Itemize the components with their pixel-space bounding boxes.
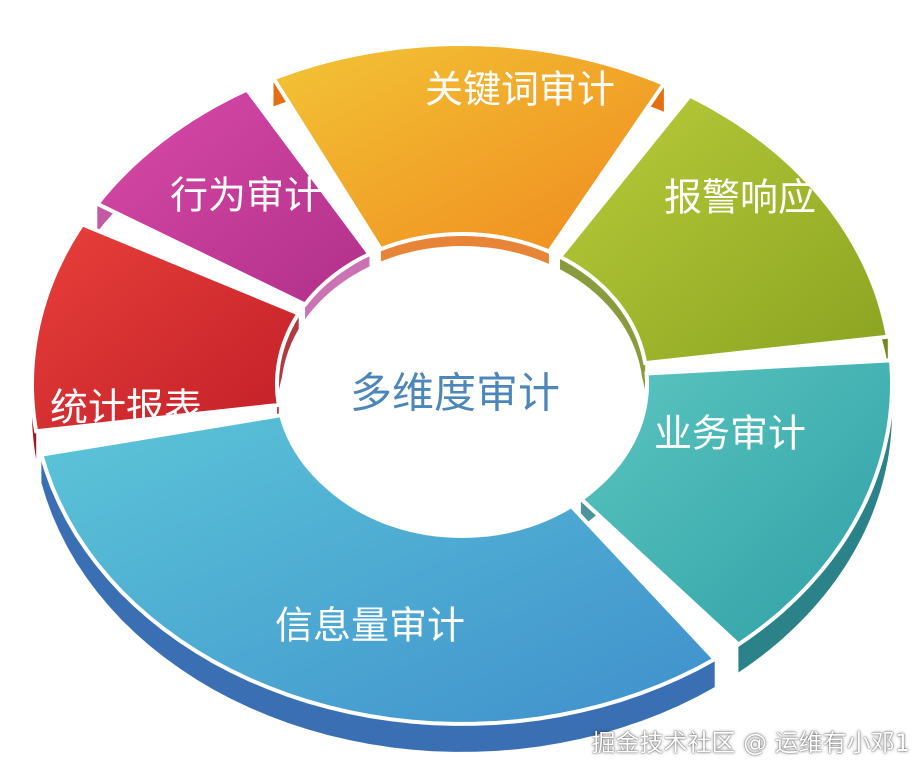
ring-center-hole <box>281 246 643 538</box>
ring-segment-side <box>41 454 715 752</box>
ring-segment-label: 报警响应 <box>664 176 816 220</box>
ring-top-faces <box>30 41 895 726</box>
ring-segment <box>556 93 891 366</box>
watermark: 掘金技术社区 @ 运维有小邓1 <box>591 729 910 757</box>
ring-segment-label: 统计报表 <box>50 386 202 430</box>
ring-segment <box>270 41 667 255</box>
ring-segment <box>30 221 302 434</box>
ring-segment-label: 关键词审计 <box>425 68 615 112</box>
ring-segment-label: 业务审计 <box>654 412 806 456</box>
ring-segment <box>94 87 373 307</box>
center-label: 多维度审计 <box>350 369 560 418</box>
ring-segment-label: 信息量审计 <box>275 604 465 648</box>
ring-segment-label: 行为审计 <box>170 174 322 218</box>
ring-segment-side <box>738 360 892 673</box>
